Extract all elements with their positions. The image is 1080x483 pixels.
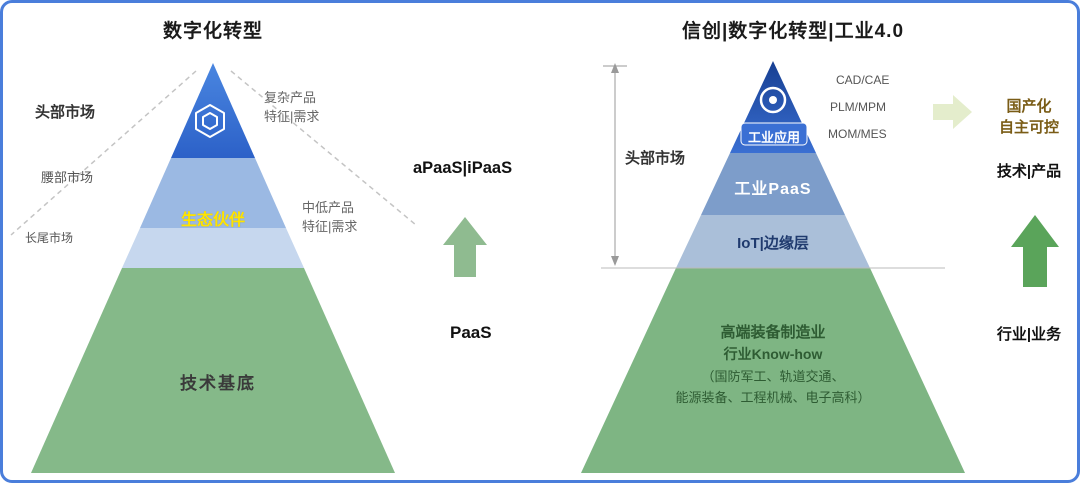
equipment-industry-line2: 行业Know-how <box>723 346 823 362</box>
industry-paas-label: 工业PaaS <box>734 181 812 198</box>
technology-base-label: 技术基底 <box>180 374 256 393</box>
localization-right-arrow-icon <box>933 95 972 129</box>
equipment-industry-line1: 高端装备制造业 <box>720 324 826 341</box>
hexagon-logo-icon <box>195 104 225 138</box>
plm-mpm-label: PLM/MPM <box>830 100 887 114</box>
apaas-ipaas-label: aPaaS|iPaaS <box>413 159 513 177</box>
right-pyramid-layer-iot <box>676 215 870 268</box>
right-up-arrow-icon <box>1011 215 1059 287</box>
cad-cae-label: CAD/CAE <box>836 73 890 87</box>
left-pyramid-layer-base <box>31 268 395 473</box>
mom-mes-label: MOM/MES <box>828 127 887 141</box>
right-pyramid-layer-base <box>581 268 965 473</box>
right-market-top-label: 头部市场 <box>625 150 686 167</box>
complex-product-note-line2: 特征|需求 <box>264 109 320 124</box>
paas-label: PaaS <box>450 323 492 342</box>
left-up-arrow-icon <box>443 217 487 277</box>
left-market-tail-label: 长尾市场 <box>25 231 74 245</box>
left-dashed-guide-right <box>230 70 417 226</box>
left-market-mid-label: 腰部市场 <box>41 170 94 185</box>
localization-label-line1: 国产化 <box>1006 98 1052 115</box>
industry-app-label: 工业应用 <box>747 130 800 145</box>
equipment-industry-line4: 能源装备、工程机械、电子高科） <box>675 390 871 405</box>
diagram-shapes <box>10 61 1059 473</box>
tech-product-label: 技术|产品 <box>996 163 1062 180</box>
left-diagram-title: 数字化转型 <box>162 21 263 42</box>
gear-swirl-icon <box>759 86 787 114</box>
left-pyramid-layer-pale <box>122 228 304 268</box>
equipment-industry-line3: （国防军工、轨道交通、 <box>701 369 845 384</box>
complex-product-note-line1: 复杂产品 <box>264 90 317 105</box>
left-market-top-label: 头部市场 <box>35 104 96 121</box>
iot-edge-label: IoT|边缘层 <box>737 235 809 252</box>
left-pyramid-layer-top <box>171 63 255 158</box>
ecosystem-partners-label: 生态伙伴 <box>180 212 245 229</box>
right-pyramid-layer-paas <box>701 153 845 215</box>
left-pyramid-layer-partners <box>140 158 286 228</box>
equipment-industry-block: 高端装备制造业 行业Know-how （国防军工、轨道交通、 能源装备、工程机械… <box>653 321 893 406</box>
dimension-arrow-bottom <box>611 256 619 266</box>
right-diagram-title: 信创|数字化转型|工业4.0 <box>681 21 905 42</box>
localization-label-line2: 自主可控 <box>998 119 1059 136</box>
midlow-product-note-line2: 特征|需求 <box>302 219 358 234</box>
dimension-arrow-top <box>611 63 619 73</box>
industry-business-label: 行业|业务 <box>996 326 1062 343</box>
midlow-product-note-line1: 中低产品 <box>302 200 355 215</box>
industry-app-chip <box>740 122 808 146</box>
